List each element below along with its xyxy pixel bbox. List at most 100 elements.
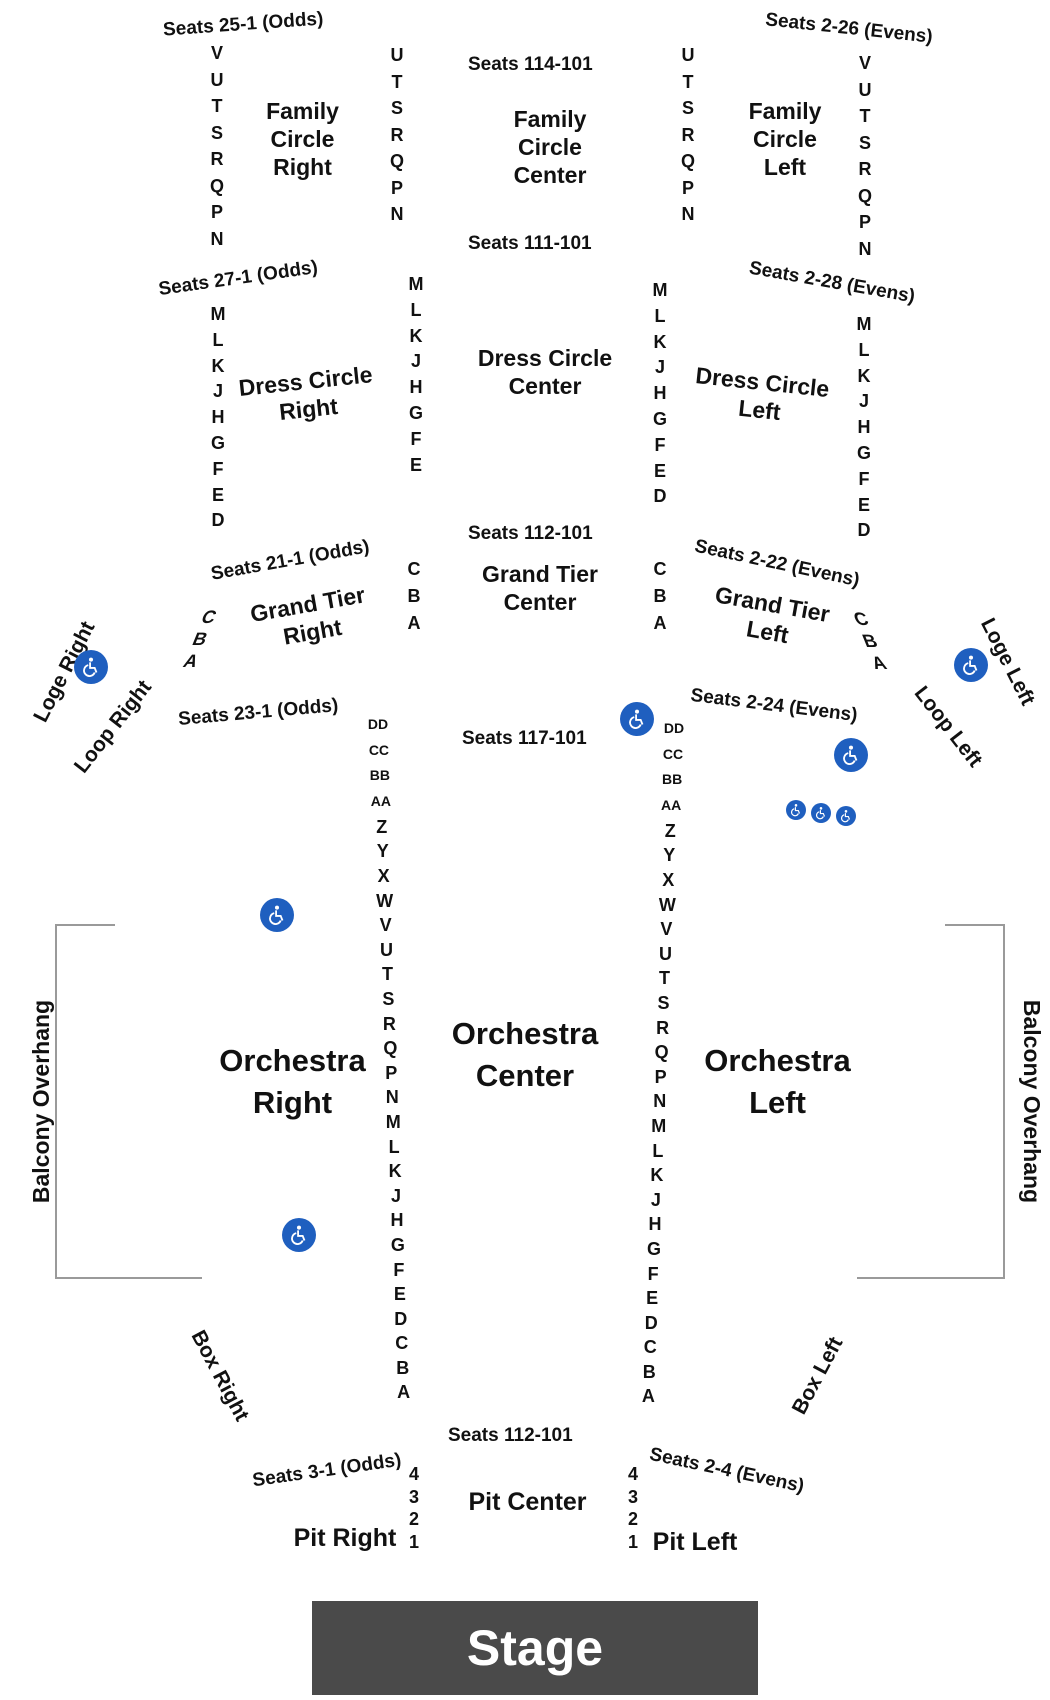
section-orchestra-left[interactable]: Orchestra Left <box>704 1043 851 1120</box>
row-label: BB <box>369 767 391 784</box>
row-label: D <box>644 1312 658 1333</box>
rows-fc-left-outer: V U T S R Q P N <box>857 53 872 259</box>
section-dress-circle-center[interactable]: Dress Circle Center <box>477 345 613 399</box>
label-box-left[interactable]: Box Left <box>787 1333 848 1419</box>
seat-label-gt-center: Seats 112-101 <box>468 523 593 544</box>
seat-label-pit-left: Seats 2-4 (Evens) <box>647 1443 806 1498</box>
section-family-circle-center[interactable]: Family Circle Center <box>513 106 587 188</box>
row-label: R <box>656 1017 670 1038</box>
section-dress-circle-left[interactable]: Dress Circle Left <box>694 362 831 426</box>
row-label: C <box>643 1337 657 1358</box>
row-label: D <box>394 1308 408 1329</box>
section-pit-left[interactable]: Pit Left <box>652 1528 738 1556</box>
balcony-line-right-bottom <box>857 1277 1005 1279</box>
row-label: S <box>657 992 670 1013</box>
row-label: N <box>385 1087 399 1108</box>
section-orchestra-right[interactable]: Orchestra Right <box>219 1043 366 1120</box>
row-label: R <box>382 1013 396 1034</box>
row-label: M <box>651 1115 667 1136</box>
row-label: A <box>397 1382 411 1403</box>
wheelchair-icon <box>786 800 806 820</box>
rows-fc-right-inner: U T S R Q P N <box>389 45 404 224</box>
row-label: DD <box>367 716 389 732</box>
row-label: M <box>385 1111 401 1132</box>
balcony-line-left-top <box>55 924 115 926</box>
wheelchair-icon <box>954 648 988 682</box>
row-label: Y <box>663 845 676 866</box>
seat-label-gt-right: Seats 21-1 (Odds) <box>209 536 372 585</box>
row-label: E <box>393 1284 406 1305</box>
seat-label-orch-right: Seats 23-1 (Odds) <box>177 695 340 730</box>
seat-label-pit-center: Seats 112-101 <box>448 1425 573 1446</box>
rows-dc-left-outer: M L K J H G F E D <box>856 314 872 541</box>
section-grand-tier-left[interactable]: Grand Tier Left <box>713 581 832 649</box>
row-label: K <box>650 1165 664 1186</box>
row-label: CC <box>662 745 684 762</box>
row-label: T <box>382 964 393 985</box>
section-pit-center[interactable]: Pit Center <box>468 1488 587 1516</box>
row-label: N <box>653 1091 667 1112</box>
seat-label-fc-right: Seats 25-1 (Odds) <box>162 8 325 41</box>
row-label: Q <box>654 1042 669 1063</box>
label-balcony-overhang-right: Balcony Overhang <box>1019 999 1046 1204</box>
row-label: BB <box>661 771 683 788</box>
seat-label-fc-left: Seats 2-26 (Evens) <box>764 9 934 48</box>
wheelchair-icon <box>834 738 868 772</box>
rows-gt-right-outer: C B A <box>180 607 220 671</box>
row-label: H <box>390 1210 404 1231</box>
row-label: B <box>642 1361 656 1382</box>
row-label: X <box>377 866 390 886</box>
balcony-line-right-top <box>945 924 1005 926</box>
row-label: H <box>648 1214 662 1235</box>
row-label: G <box>390 1234 405 1255</box>
seat-label-dc-center: Seats 111-101 <box>468 233 592 254</box>
section-grand-tier-right[interactable]: Grand Tier Right <box>248 581 367 650</box>
rows-dc-right-outer: M L K J H G F E D <box>210 304 226 531</box>
seat-label-dc-right: Seats 27-1 (Odds) <box>157 256 320 301</box>
balcony-line-left-bottom <box>55 1277 202 1279</box>
section-dress-circle-right[interactable]: Dress Circle Right <box>237 361 374 425</box>
row-label: Z <box>664 820 676 841</box>
section-grand-tier-center[interactable]: Grand Tier Center <box>482 561 598 615</box>
section-orchestra-center[interactable]: Orchestra Center <box>451 1016 599 1093</box>
row-label: P <box>654 1066 667 1087</box>
rows-gt-left-inner: C B A <box>653 559 667 633</box>
row-label: W <box>376 890 394 911</box>
row-label: Y <box>376 841 389 862</box>
row-label: CC <box>368 741 390 758</box>
section-family-circle-right[interactable]: Family Circle Right <box>266 98 339 180</box>
row-label: W <box>658 894 676 915</box>
wheelchair-icon <box>836 806 856 826</box>
rows-fc-left-inner: U T S R Q P N <box>680 45 695 224</box>
row-label: F <box>393 1259 405 1280</box>
section-family-circle-left[interactable]: Family Circle Left <box>748 98 822 180</box>
stage: Stage <box>312 1601 758 1695</box>
row-label: AA <box>661 797 682 814</box>
wheelchair-icon <box>260 898 294 932</box>
rows-gt-right-inner: C B A <box>407 559 421 633</box>
label-loop-right[interactable]: Loop Right <box>69 675 157 778</box>
row-label: F <box>647 1263 659 1284</box>
row-label: J <box>650 1189 661 1210</box>
label-loop-left[interactable]: Loop Left <box>909 681 987 772</box>
wheelchair-icon <box>620 702 654 736</box>
row-label: Q <box>383 1038 398 1059</box>
wheelchair-icon <box>282 1218 316 1252</box>
row-label: B <box>396 1357 410 1378</box>
stage-label: Stage <box>466 1620 604 1676</box>
row-label: L <box>388 1136 400 1157</box>
row-label: K <box>388 1161 402 1182</box>
wheelchair-icon <box>811 803 831 823</box>
rows-dc-left-inner: M L K J H G F E D <box>652 280 668 507</box>
rows-fc-right-outer: V U T S R Q P N <box>209 43 224 249</box>
row-label: L <box>652 1140 664 1161</box>
section-pit-right[interactable]: Pit Right <box>293 1524 397 1552</box>
rows-dc-right-inner: M L K J H G F E <box>408 274 424 475</box>
row-label: J <box>391 1185 402 1206</box>
balcony-line-right-side <box>1003 924 1005 1279</box>
row-label: A <box>641 1386 655 1407</box>
seat-label-pit-right: Seats 3-1 (Odds) <box>251 1449 403 1492</box>
label-box-right[interactable]: Box Right <box>186 1326 254 1425</box>
seat-label-fc-center: Seats 114-101 <box>468 54 593 75</box>
